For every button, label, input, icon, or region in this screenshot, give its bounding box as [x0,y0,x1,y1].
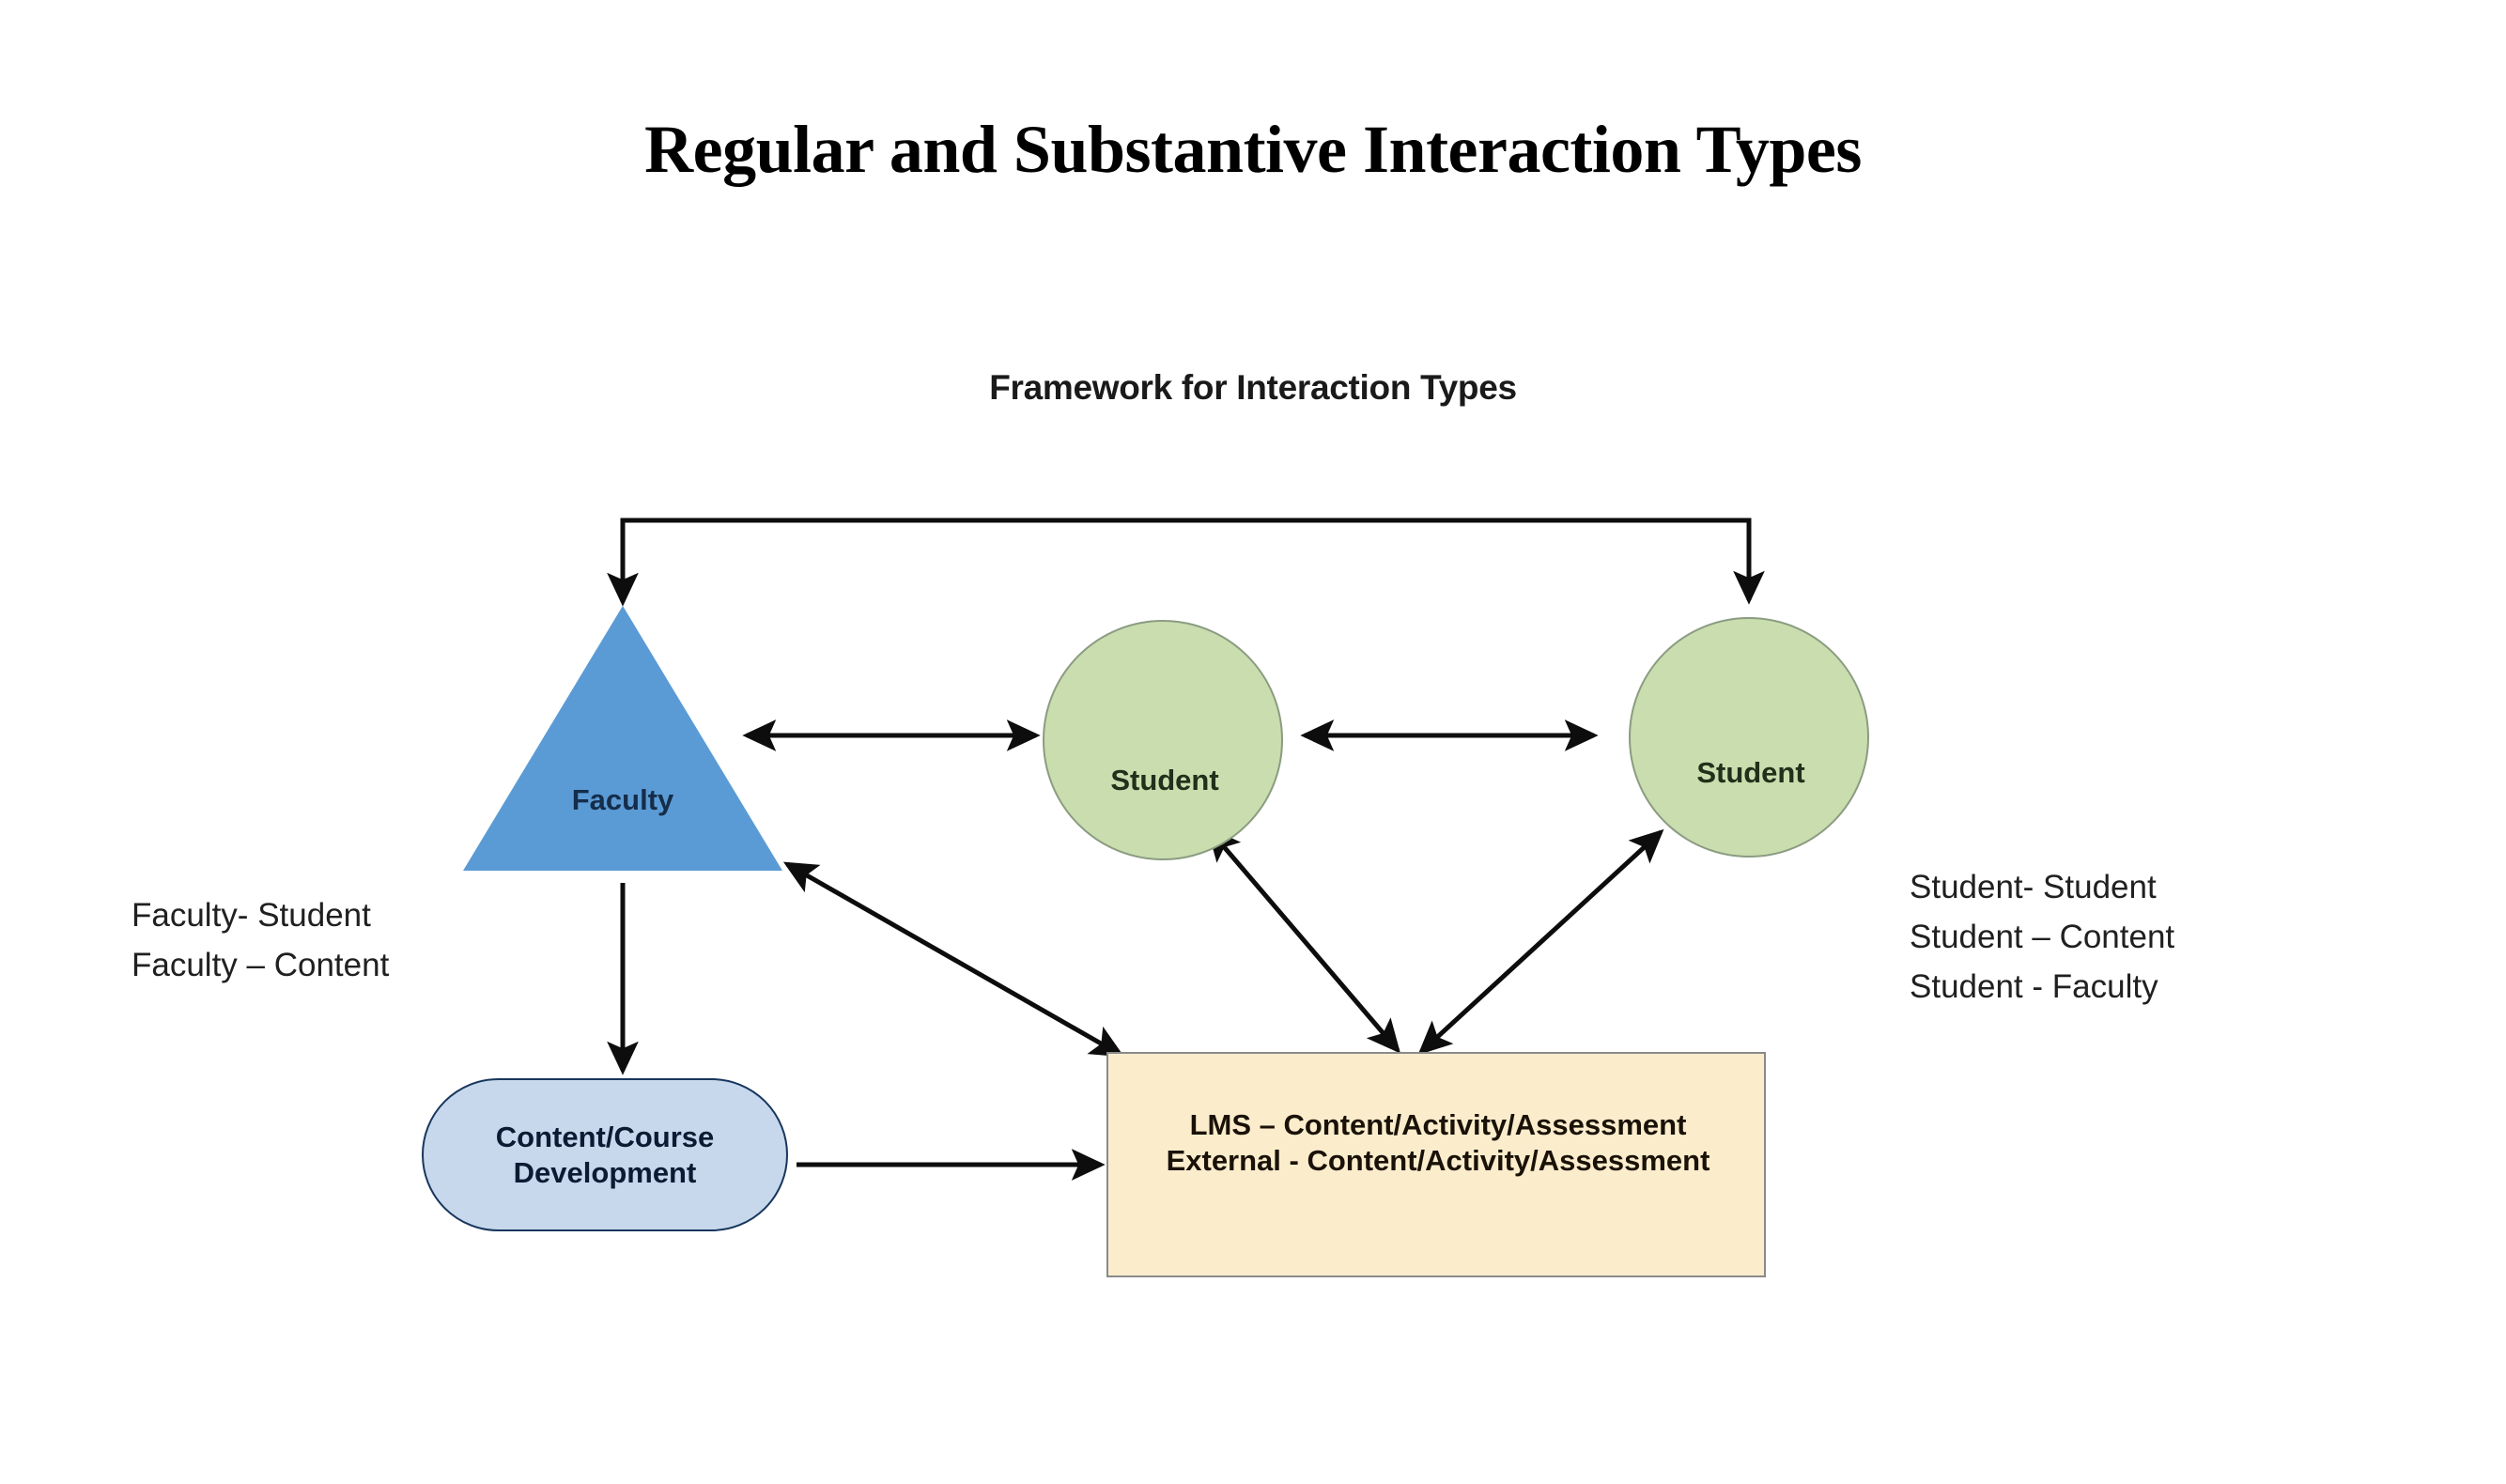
connector-student1-lms [1206,827,1401,1054]
content-label-wrapper: Content/Course Development [424,1120,786,1191]
node-student-1[interactable]: Student [1043,620,1283,860]
content-label-line2: Development [513,1155,697,1189]
connector-bracket-faculty-student2 [607,518,1765,607]
node-lms[interactable]: LMS – Content/Activity/Assessment Extern… [1106,1052,1766,1277]
connector-student2-lms [1417,828,1664,1056]
lms-label-line2: External - Content/Activity/Assessment [1166,1143,1710,1177]
annotation-left-line2: Faculty – Content [131,947,390,984]
connector-faculty-lms [782,861,1125,1058]
page-title: Regular and Substantive Interaction Type… [644,112,1862,187]
student-1-label: Student [1110,764,1219,796]
faculty-label: Faculty [571,783,674,816]
node-faculty[interactable]: Faculty [463,606,782,871]
annotation-faculty-interactions: Faculty- Student Faculty – Content [131,890,389,990]
diagram-subtitle: Framework for Interaction Types [989,368,1517,407]
node-student-2[interactable]: Student [1629,617,1869,858]
node-content-course-development[interactable]: Content/Course Development [422,1078,788,1231]
annotation-right-line3: Student - Faculty [1910,968,2158,1006]
lms-label-wrapper: LMS – Content/Activity/Assessment Extern… [1108,1107,1768,1179]
annotation-right-line2: Student – Content [1910,919,2175,956]
annotation-right-line1: Student- Student [1910,869,2157,905]
student-2-label: Student [1696,756,1805,789]
lms-label-line1: LMS – Content/Activity/Assessment [1189,1108,1687,1141]
annotation-student-interactions: Student- Student Student – Content Stude… [1910,862,2174,1013]
faculty-triangle-shape [463,606,782,871]
annotation-left-line1: Faculty- Student [131,897,371,934]
content-label-line1: Content/Course [495,1120,715,1153]
